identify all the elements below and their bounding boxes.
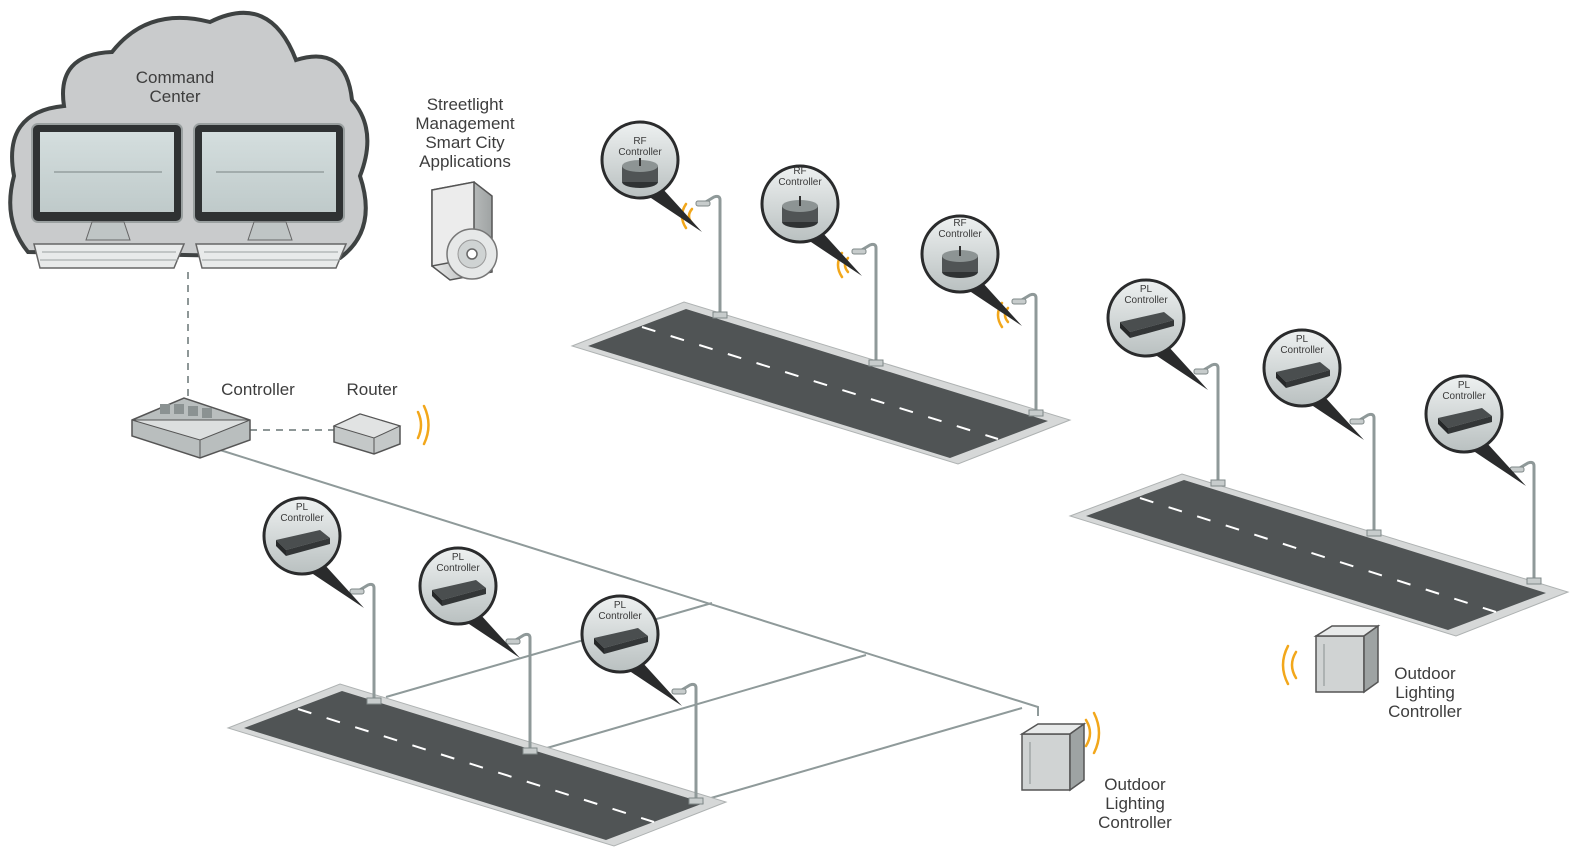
outdoor-lighting-controller-label: Outdoor Lighting Controller bbox=[1370, 664, 1480, 721]
street-right bbox=[1068, 473, 1570, 637]
streetlight-pole bbox=[505, 632, 538, 755]
streetlights-pl-right bbox=[1193, 362, 1542, 585]
label-line: Smart City bbox=[425, 133, 505, 152]
bubble-title: PL bbox=[1458, 380, 1471, 391]
streetlight-pole bbox=[671, 682, 704, 805]
wired-network bbox=[187, 272, 1039, 801]
bubble-subtitle: Controller bbox=[778, 177, 822, 188]
pl-node-icon bbox=[594, 628, 648, 654]
outdoor-lighting-cabinet-icon bbox=[1313, 624, 1381, 694]
bubble-subtitle: Controller bbox=[618, 147, 662, 158]
bubble-subtitle: Controller bbox=[280, 513, 324, 524]
rf-node-icon bbox=[942, 246, 978, 278]
bubble-subtitle: Controller bbox=[436, 563, 480, 574]
label-line: Command bbox=[135, 68, 215, 87]
pl-controller-bubble: PL Controller bbox=[580, 594, 684, 708]
pl-controller-bubble: PL Controller bbox=[1424, 374, 1528, 488]
label-line: Controller bbox=[1098, 813, 1172, 832]
rf-node-icon bbox=[782, 196, 818, 228]
command-center-label: Command Center bbox=[130, 68, 220, 106]
rf-node-icon bbox=[622, 158, 658, 188]
bubble-subtitle: Controller bbox=[1124, 295, 1168, 306]
label-line: Center bbox=[149, 87, 201, 106]
command-center-cloud bbox=[8, 10, 370, 269]
pl-node-icon bbox=[432, 580, 486, 606]
powerline-branch-c bbox=[703, 707, 1023, 801]
pl-controller-bubble: PL Controller bbox=[1106, 278, 1210, 392]
controller-device-icon bbox=[131, 397, 251, 459]
rf-controller-bubble: RF Controller bbox=[760, 164, 864, 278]
computer-monitor bbox=[31, 123, 186, 269]
software-box-icon bbox=[431, 181, 498, 281]
street-bottom bbox=[226, 683, 728, 847]
wifi-icon bbox=[1084, 711, 1101, 755]
bubble-title: PL bbox=[296, 502, 309, 513]
bubble-title: RF bbox=[633, 136, 646, 147]
bubble-title: PL bbox=[614, 600, 627, 611]
router-device-icon bbox=[332, 413, 402, 455]
router-label: Router bbox=[346, 380, 398, 399]
bubble-subtitle: Controller bbox=[938, 229, 982, 240]
outdoor-lighting-controller-label: Outdoor Lighting Controller bbox=[1080, 775, 1190, 832]
bubble-subtitle: Controller bbox=[1442, 391, 1486, 402]
streetlight-pole bbox=[1193, 362, 1226, 487]
pl-controller-bubble: PL Controller bbox=[262, 496, 366, 610]
streetlight-pole bbox=[851, 242, 884, 367]
rf-controller-bubble: RF Controller bbox=[920, 214, 1024, 328]
pl-node-icon bbox=[276, 530, 330, 556]
bubble-title: PL bbox=[1296, 334, 1309, 345]
pl-controller-bubble: PL Controller bbox=[418, 546, 522, 660]
streetlight-pole bbox=[1349, 412, 1382, 537]
outdoor-lighting-cabinet-icon bbox=[1019, 722, 1087, 792]
label-line: Management bbox=[415, 114, 515, 133]
bubble-title: PL bbox=[1140, 284, 1153, 295]
pl-controller-bubble: PL Controller bbox=[1262, 328, 1366, 442]
streetlights-pl-bottom bbox=[349, 582, 704, 805]
controller-label: Controller bbox=[221, 380, 295, 399]
label-line: Outdoor bbox=[1104, 775, 1166, 794]
streetlight-pole bbox=[349, 582, 382, 705]
bubble-title: RF bbox=[793, 166, 806, 177]
powerline-branch-a bbox=[385, 602, 713, 698]
bubble-title: RF bbox=[953, 218, 966, 229]
bubble-subtitle: Controller bbox=[1280, 345, 1324, 356]
streetlight-pole bbox=[1011, 292, 1044, 417]
pl-node-icon bbox=[1120, 312, 1174, 338]
powerline-branch-b bbox=[539, 654, 867, 751]
wifi-icon bbox=[1281, 644, 1298, 686]
rf-controller-bubble: RF Controller bbox=[600, 120, 704, 234]
street-top bbox=[570, 301, 1072, 465]
pl-node-icon bbox=[1438, 408, 1492, 434]
label-line: Streetlight bbox=[426, 95, 504, 114]
label-line: Controller bbox=[1388, 702, 1462, 721]
streetlights-rf bbox=[695, 194, 1044, 417]
powerline-main bbox=[219, 449, 1039, 716]
label-line: Applications bbox=[419, 152, 511, 171]
label-line: Lighting bbox=[1395, 683, 1455, 702]
wifi-icon bbox=[416, 404, 430, 446]
streetlight-pole bbox=[1509, 460, 1542, 585]
bubble-subtitle: Controller bbox=[598, 611, 642, 622]
streetlight-pole bbox=[695, 194, 728, 319]
pl-node-icon bbox=[1276, 362, 1330, 388]
computer-monitor bbox=[193, 123, 348, 269]
software-label: Streetlight Management Smart City Applic… bbox=[395, 95, 535, 171]
label-line: Lighting bbox=[1105, 794, 1165, 813]
bubble-title: PL bbox=[452, 552, 465, 563]
label-line: Outdoor bbox=[1394, 664, 1456, 683]
